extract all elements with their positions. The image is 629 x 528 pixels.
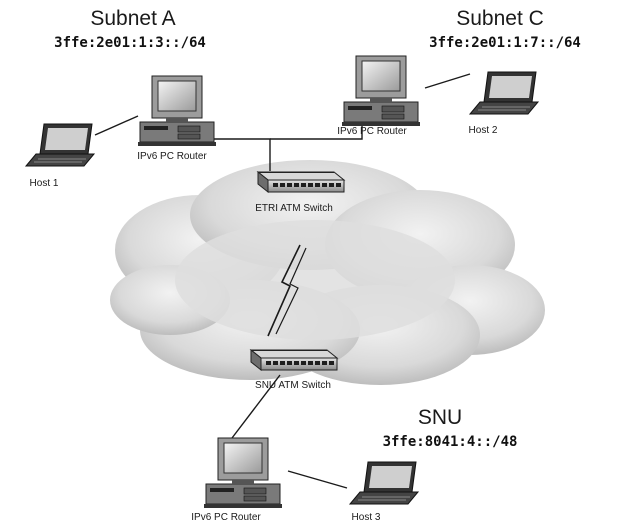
router-snu-label: IPv6 PC Router xyxy=(191,512,261,523)
link-router-c-etri xyxy=(270,120,363,140)
host2-laptop-icon xyxy=(469,71,539,115)
snu-prefix: 3ffe:8041:4::/48 xyxy=(383,434,518,450)
etri-switch-label: ETRI ATM Switch xyxy=(255,203,333,214)
subnet-c-prefix: 3ffe:2e01:1:7::/64 xyxy=(429,35,581,51)
link-atm-wireless xyxy=(267,244,301,337)
snu-atm-switch-icon xyxy=(250,349,338,371)
link-router-c-host2 xyxy=(424,73,471,89)
snu-title: SNU xyxy=(418,406,462,429)
link-snu-switch-router xyxy=(231,374,281,439)
link-atm-wireless-edge xyxy=(275,247,307,335)
host1-label: Host 1 xyxy=(30,178,59,189)
router-a-label: IPv6 PC Router xyxy=(137,151,207,162)
atm-network-cloud xyxy=(110,160,545,385)
network-links xyxy=(94,73,471,489)
link-router-snu-host3 xyxy=(287,470,348,489)
snu-switch-label: SNU ATM Switch xyxy=(255,380,331,391)
router-c-icon xyxy=(341,55,421,127)
host3-laptop-icon xyxy=(349,461,419,505)
link-host1-router-a xyxy=(94,115,139,136)
etri-atm-switch-icon xyxy=(257,171,345,193)
router-snu-icon xyxy=(203,437,283,509)
router-c-label: IPv6 PC Router xyxy=(337,126,407,137)
router-a-icon xyxy=(137,75,217,147)
subnet-a-title: Subnet A xyxy=(90,7,175,30)
host3-label: Host 3 xyxy=(352,512,381,523)
subnet-c-title: Subnet C xyxy=(456,7,544,30)
subnet-a-prefix: 3ffe:2e01:1:3::/64 xyxy=(54,35,206,51)
host2-label: Host 2 xyxy=(469,125,498,136)
host1-laptop-icon xyxy=(25,123,95,167)
